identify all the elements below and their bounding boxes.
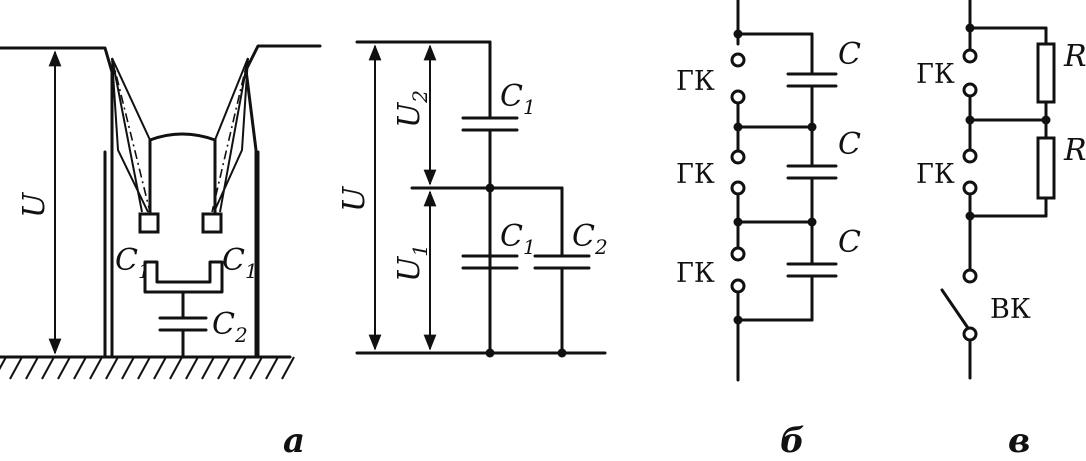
- label-c-2: C: [838, 127, 861, 162]
- label-gk-v-2: ГК: [916, 159, 955, 190]
- label-u2: U2: [392, 90, 432, 128]
- label-c1-bottom: C1: [500, 219, 536, 259]
- label-gk-1: ГК: [676, 66, 715, 97]
- label-gk-2: ГК: [676, 159, 715, 190]
- ground-hatch: [0, 355, 295, 380]
- caption-a: а: [283, 421, 305, 461]
- panel-a-equivalent-circuit: C1 C1 C2 U U2 U1 а: [283, 40, 608, 461]
- resistor-r2: [1036, 136, 1056, 200]
- label-c-3: C: [838, 225, 861, 260]
- outer-top-left: [0, 46, 114, 359]
- label-r-2: R: [1063, 133, 1086, 168]
- label-c1-top: C1: [500, 79, 536, 119]
- label-r-1: R: [1063, 39, 1086, 74]
- label-gk-3: ГК: [676, 258, 715, 289]
- caption-v: в: [1008, 421, 1030, 461]
- caption-b: б: [780, 421, 805, 461]
- electrode-left: [138, 212, 160, 234]
- inner-body: [103, 132, 260, 359]
- label-u1: U1: [392, 244, 432, 282]
- u-electrode: [143, 260, 224, 294]
- label-u-left: U: [17, 191, 52, 218]
- label-c-1: C: [838, 37, 861, 72]
- panel-a-physical: C1 C1 C2 U: [0, 44, 322, 380]
- panel-v-resistive-divider: ГК R ГК R ВК в: [916, 0, 1086, 461]
- label-c2: C2: [212, 307, 248, 347]
- panel-b-capacitive-divider: ГК C ГК C ГК C б: [676, 0, 861, 461]
- electrode-right: [201, 212, 223, 234]
- label-vk: ВК: [990, 294, 1031, 325]
- switch-blade: [940, 288, 970, 330]
- resistor-r1: [1036, 42, 1056, 104]
- label-u-circuit: U: [337, 185, 372, 212]
- label-c2-circuit: C2: [572, 219, 608, 259]
- label-gk-v-1: ГК: [916, 59, 955, 90]
- label-c1-right: C1: [222, 243, 258, 283]
